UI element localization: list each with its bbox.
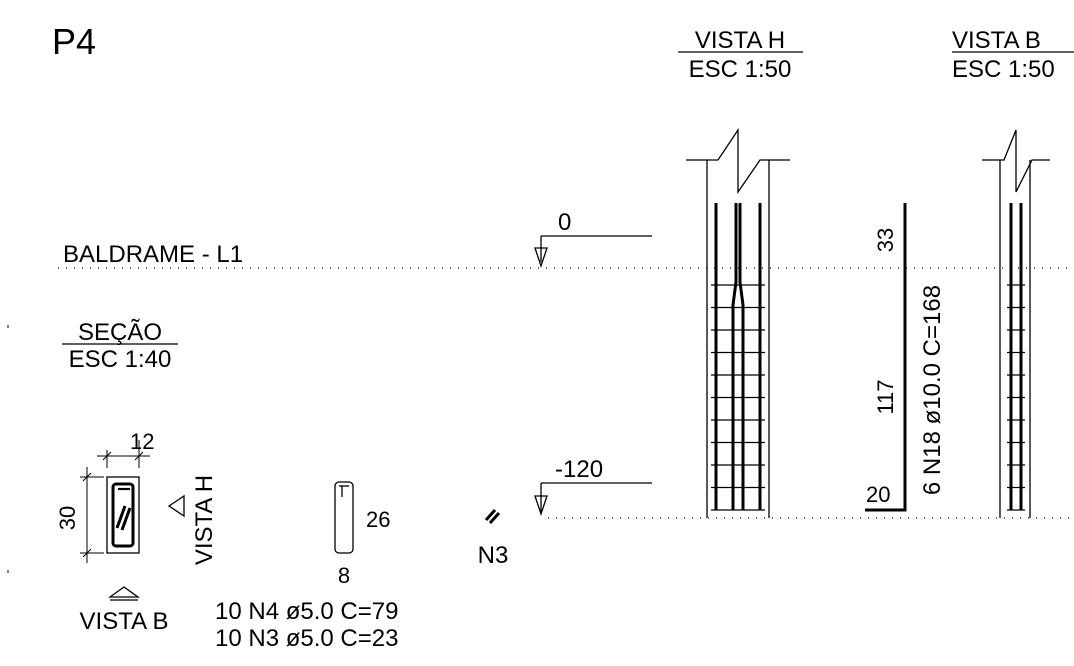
stirrup-n3-shape-b xyxy=(488,511,501,525)
bar-dim-mid: 117 xyxy=(873,379,898,414)
column-h-bar-mid-b xyxy=(738,203,745,510)
column-vista-h xyxy=(686,127,790,518)
column-b-break-line xyxy=(982,129,1050,193)
column-vista-b xyxy=(982,129,1050,518)
section-dim-width-tick-r xyxy=(134,451,144,461)
stirrup-n4-dim-height: 26 xyxy=(366,507,390,532)
vista-h-title: VISTA H xyxy=(695,27,785,54)
stirrup-n4-detail: 26 8 xyxy=(334,481,390,588)
bar-dim-top: 33 xyxy=(873,228,898,252)
stirrup-n3-detail: N3 xyxy=(478,508,509,569)
vista-h-marker-arrow xyxy=(167,494,185,518)
stirrup-n3-label: N3 xyxy=(478,542,509,569)
section-header: SEÇÃO ESC 1:40 xyxy=(62,319,178,373)
column-h-break-line xyxy=(686,127,790,195)
section-title: SEÇÃO xyxy=(78,319,162,346)
section-stirrup-n4 xyxy=(111,482,135,548)
section-scale: ESC 1:40 xyxy=(69,346,172,373)
stirrup-n3-shape-a xyxy=(484,508,497,522)
level-marker-top: 0 xyxy=(534,209,652,269)
level-value-bottom: -120 xyxy=(555,456,603,483)
vista-b-marker-label: VISTA B xyxy=(80,608,169,635)
column-b-stirrups xyxy=(1007,284,1025,511)
schedule-line-n4: 10 N4 ø5.0 C=79 xyxy=(215,598,398,625)
vista-b-header: VISTA B ESC 1:50 xyxy=(952,27,1074,83)
vista-b-marker-arrow xyxy=(107,586,141,598)
section-stirrup-n3-b xyxy=(120,507,132,531)
pillar-title: P4 xyxy=(52,21,96,62)
vista-h-marker-label: VISTA H xyxy=(191,475,218,565)
vista-h-header: VISTA H ESC 1:50 xyxy=(678,27,803,83)
vista-b-scale: ESC 1:50 xyxy=(952,56,1055,83)
vista-b-title: VISTA B xyxy=(952,27,1041,54)
schedule-line-n3: 10 N3 ø5.0 C=23 xyxy=(215,625,398,652)
section-dim-width-tick-l xyxy=(102,451,112,461)
section-outline xyxy=(106,476,140,554)
section-dim-height: 30 xyxy=(55,506,80,530)
level-value-top: 0 xyxy=(558,209,571,236)
section-dim-height-tick-b xyxy=(82,548,92,558)
level-marker-bottom: -120 xyxy=(534,456,652,517)
longitudinal-bar-detail: 33 117 20 6 N18 ø10.0 C=168 xyxy=(865,203,946,512)
level-name-baldrame: BALDRAME - L1 xyxy=(63,241,243,268)
column-h-bar-mid-a xyxy=(731,203,738,510)
level-marker-bottom-arrow xyxy=(534,495,548,517)
longitudinal-bar-shape xyxy=(865,203,907,512)
column-h-stirrups xyxy=(711,284,765,511)
vista-h-scale: ESC 1:50 xyxy=(689,56,792,83)
bar-dim-hook: 20 xyxy=(866,482,890,507)
section-dim-width: 12 xyxy=(130,429,154,454)
stirrup-n4-shape xyxy=(334,481,354,554)
section-stirrup-n3-a xyxy=(115,505,127,529)
stirrup-n4-dim-width: 8 xyxy=(338,563,350,588)
section-dim-height-tick-t xyxy=(82,472,92,482)
bar-spec: 6 N18 ø10.0 C=168 xyxy=(919,285,946,495)
level-marker-top-arrow xyxy=(534,247,548,269)
cross-section: 12 30 VISTA H VISTA B xyxy=(55,429,218,635)
